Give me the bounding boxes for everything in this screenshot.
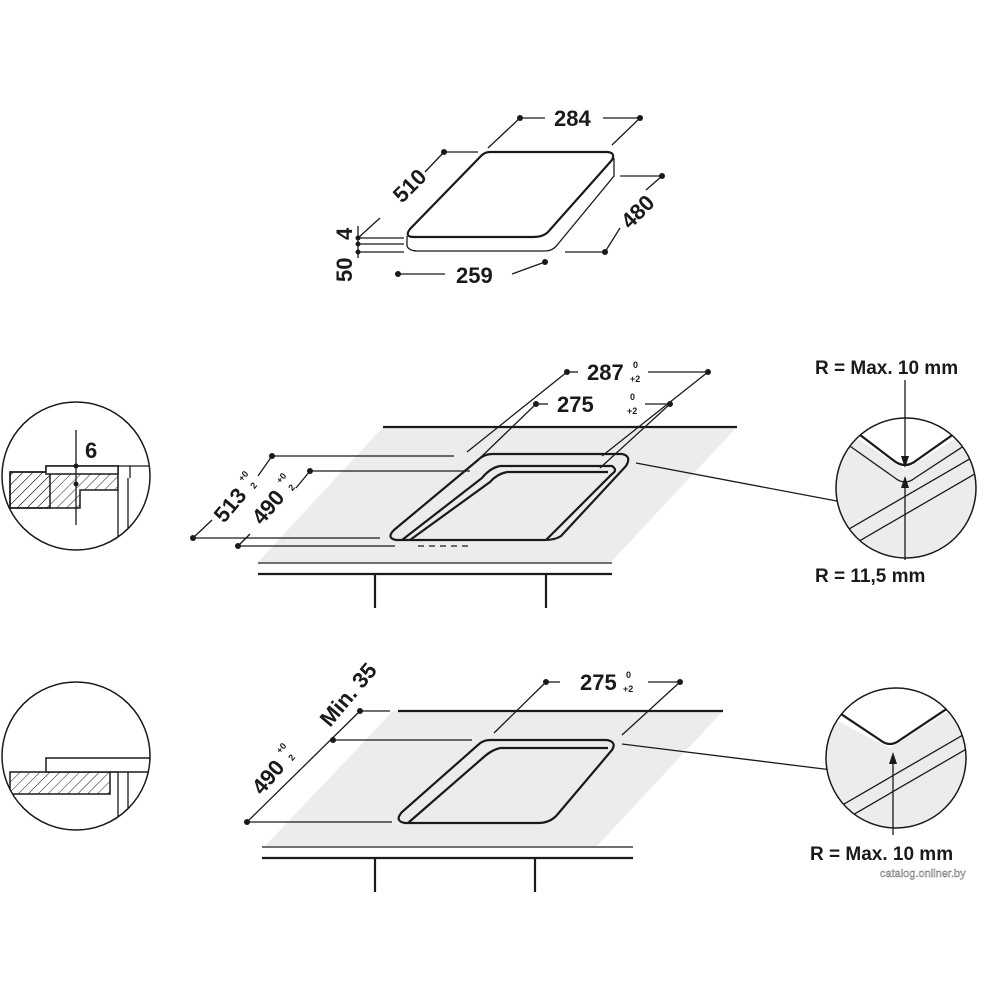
tolerance: +0: [236, 469, 250, 483]
dim-detail-depth: 6: [85, 438, 97, 463]
tolerance: +0: [274, 471, 288, 485]
dim-width-bottom: 259: [456, 263, 493, 288]
dim-min-distance: Min. 35: [315, 658, 382, 731]
label-corner-max-radius: R = Max. 10 mm: [815, 358, 958, 379]
tolerance: 2: [248, 480, 259, 490]
dim-inner-depth: 490: [247, 485, 290, 529]
tolerance: +2: [623, 684, 633, 694]
dim-depth-side: 510: [388, 164, 432, 208]
dim-inner-width: 275: [557, 392, 594, 417]
tolerance: +0: [274, 741, 288, 755]
flush-corner-detail: R = Max. 10 mm R = 11,5 mm: [815, 358, 977, 587]
tolerance: 0: [630, 392, 635, 402]
flush-install-detail-left: 6: [1, 401, 151, 551]
watermark: catalog.onliner.by: [880, 868, 966, 880]
dim-outer-depth: 513: [209, 483, 252, 527]
dim-width-top: 284: [554, 106, 591, 131]
tolerance: 2: [286, 752, 297, 762]
dim-height-total: 50: [332, 258, 357, 282]
standard-install-detail-left: [1, 681, 151, 831]
tolerance: 0: [633, 360, 638, 370]
tolerance: +2: [627, 406, 637, 416]
standard-corner-detail: R = Max. 10 mm: [810, 687, 967, 865]
dim-outer-width: 287: [587, 360, 624, 385]
dim-depth: 490: [247, 755, 290, 799]
label-corner-max-radius: R = Max. 10 mm: [810, 844, 953, 865]
standard-install-countertop: 275 0 +2 Min. 35 490 +0 2: [244, 658, 833, 892]
tolerance: 0: [626, 670, 631, 680]
tolerance: 2: [286, 482, 297, 492]
dim-depth-right: 480: [616, 190, 660, 234]
tolerance: +2: [630, 374, 640, 384]
label-corner-radius: R = 11,5 mm: [815, 566, 925, 587]
dim-width: 275: [580, 670, 617, 695]
dim-thickness-top: 4: [332, 227, 357, 240]
hob-isometric: 284 510 480 259 4 50: [332, 106, 665, 288]
flush-install-countertop: 287 0 +2 275 0 +2 513 +0 2 490 +0 2: [190, 360, 843, 608]
